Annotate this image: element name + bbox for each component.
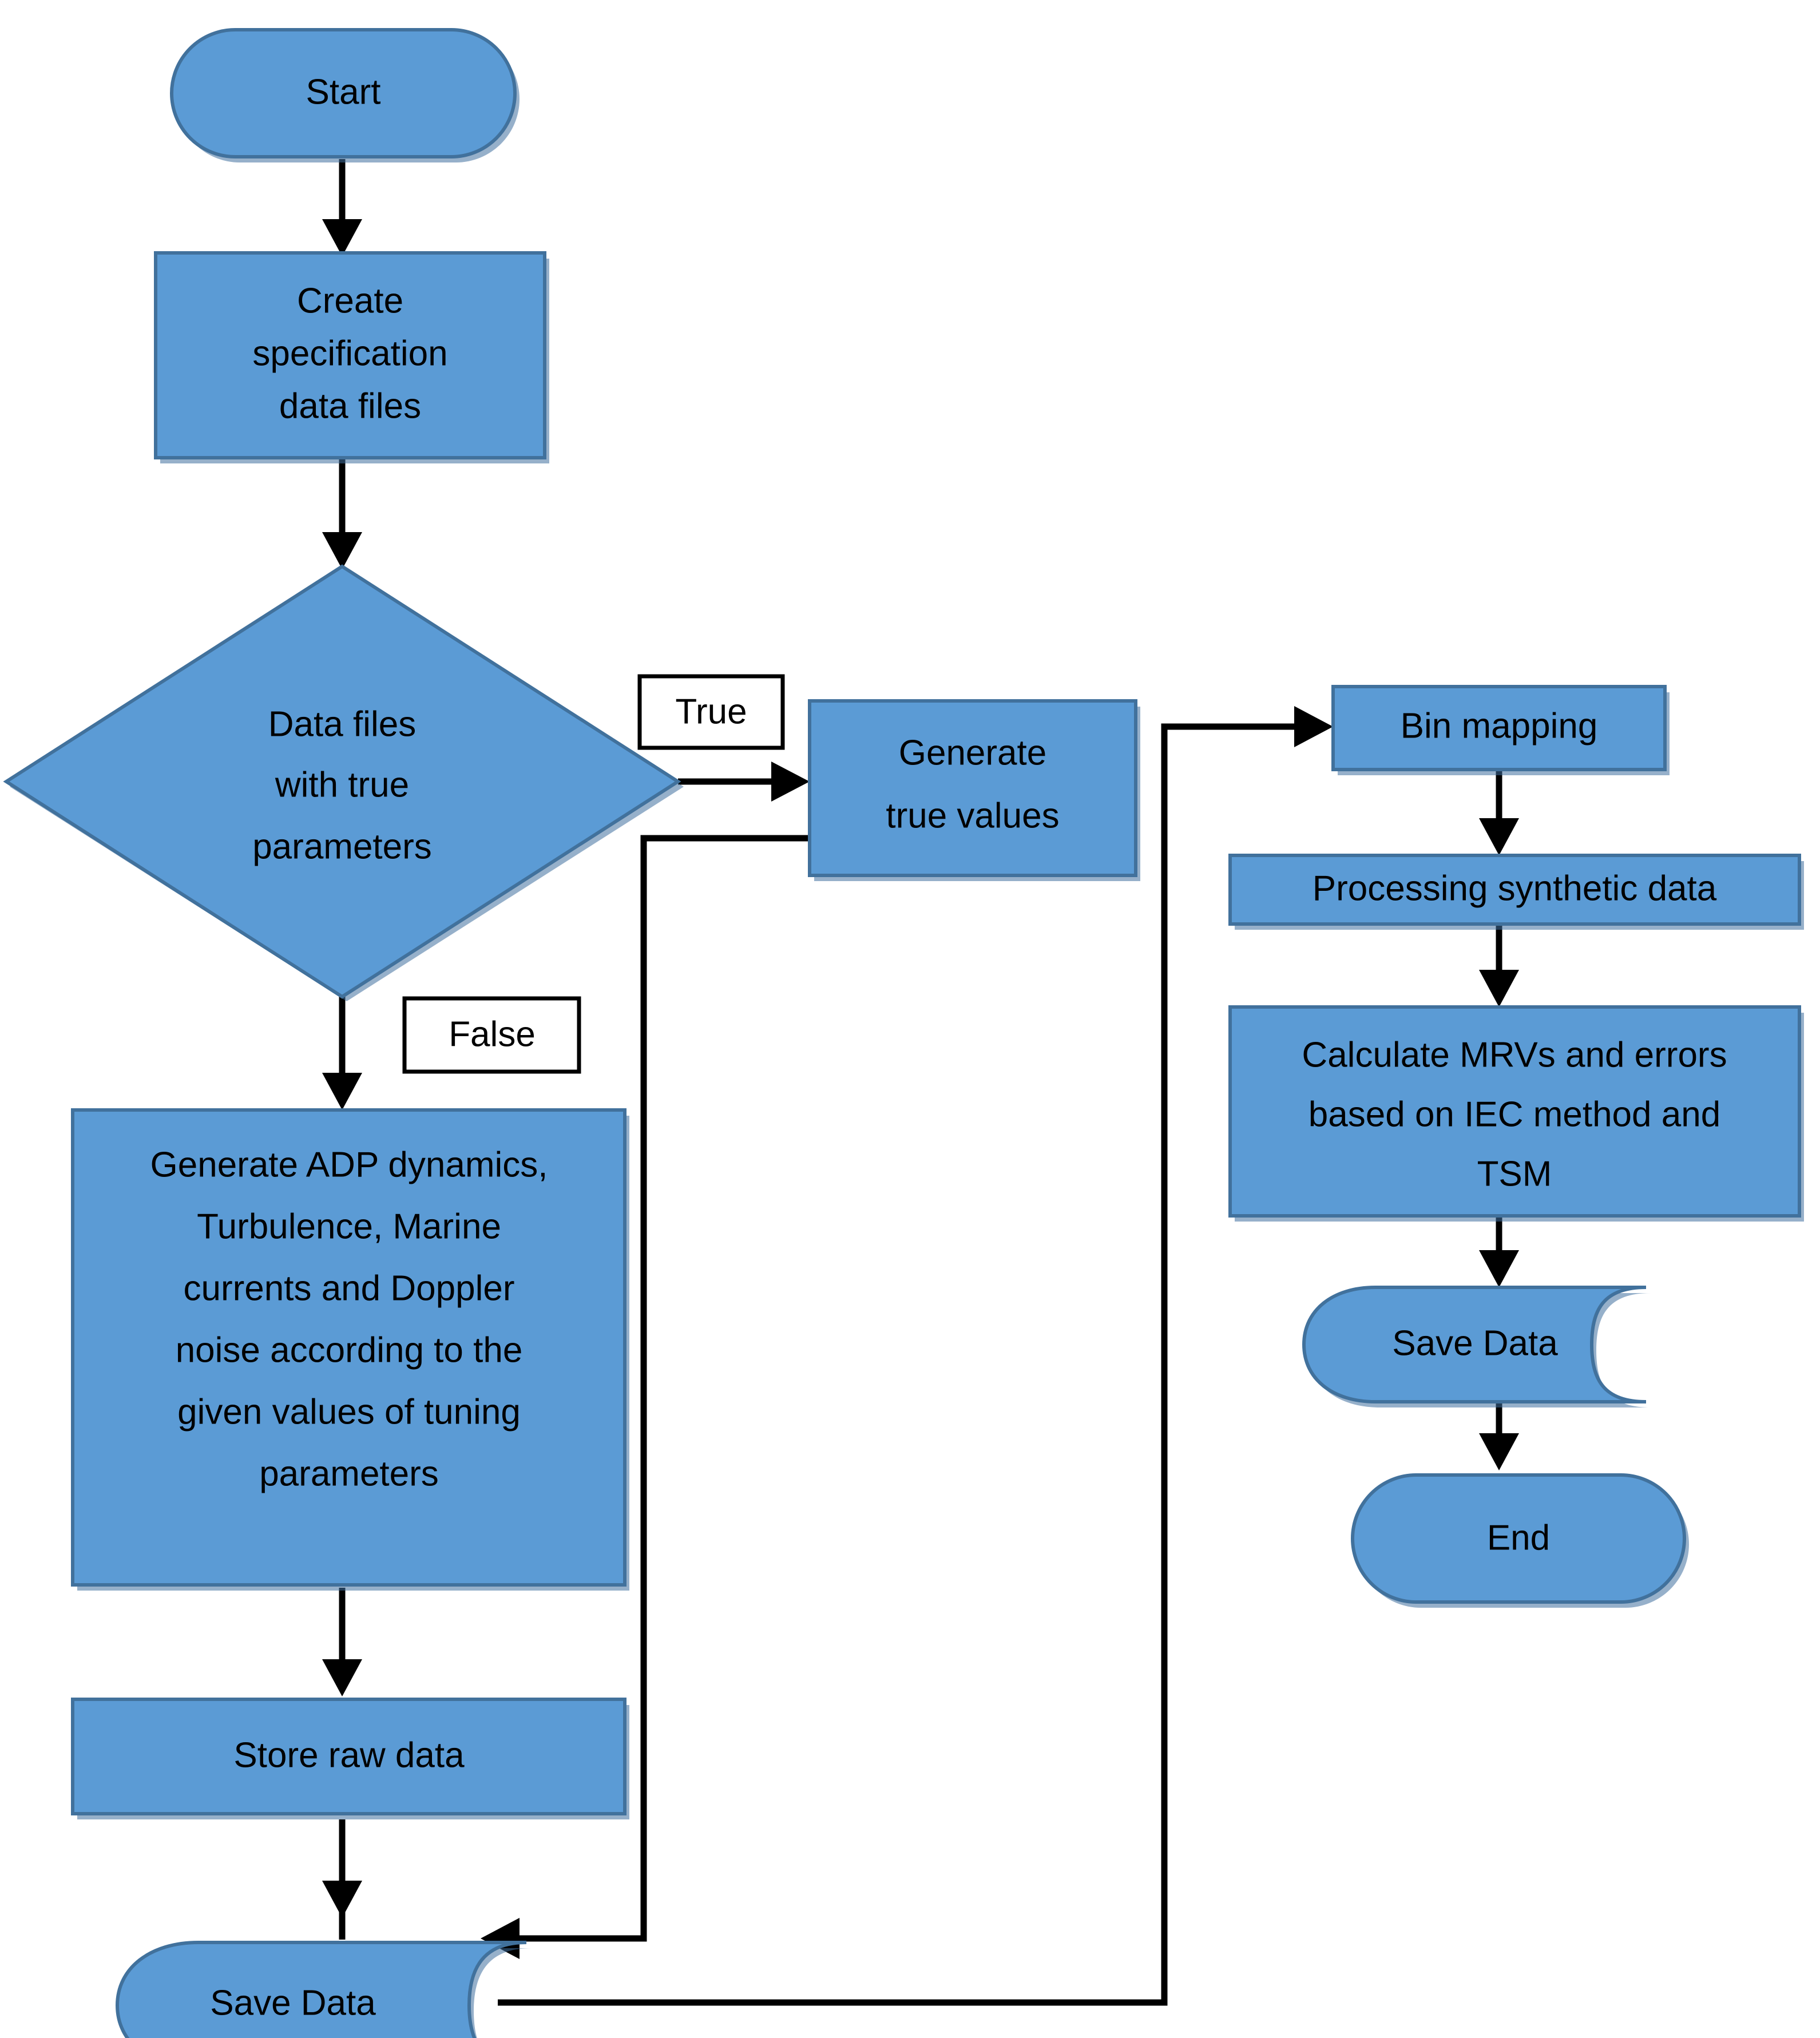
- start-shape: [170, 28, 517, 158]
- node-bin-mapping[interactable]: Bin mapping: [1331, 685, 1670, 775]
- calc-mrv-shape: [1228, 1005, 1801, 1218]
- node-start[interactable]: Start: [170, 28, 520, 162]
- create-spec-line-2: specification: [252, 334, 447, 373]
- edge-decision-to-gen-adp: [322, 996, 362, 1110]
- edge-gen-adp-to-store-raw: [322, 1588, 362, 1696]
- edge-save-right-to-end: [1479, 1399, 1519, 1470]
- edge-calc-mrv-to-save-right: [1479, 1216, 1519, 1287]
- decision-line-2: with true: [275, 765, 409, 804]
- node-save-left[interactable]: Save Data: [115, 1941, 531, 2038]
- end-label: End: [1487, 1518, 1550, 1557]
- gen-adp-line-4: noise according to the: [176, 1330, 523, 1370]
- processing-label: Processing synthetic data: [1313, 869, 1717, 908]
- edge-store-raw-to-save-left: [322, 1881, 362, 1940]
- branch-label-false: False: [402, 996, 581, 1074]
- gen-true-shape: [808, 699, 1137, 877]
- calc-mrv-line-1: Calculate MRVs and errors: [1302, 1035, 1727, 1074]
- gen-adp-line-5: given values of tuning: [177, 1392, 521, 1432]
- store-raw-shape: [71, 1698, 627, 1815]
- true-label-text: True: [675, 692, 747, 731]
- calc-mrv-line-2: based on IEC method and: [1309, 1095, 1720, 1134]
- start-label: Start: [306, 72, 381, 112]
- node-end[interactable]: End: [1351, 1473, 1689, 1608]
- gen-adp-line-6: parameters: [259, 1454, 439, 1493]
- gen-adp-line-2: Turbulence, Marine: [197, 1207, 501, 1246]
- connector-layer: [322, 159, 1519, 2006]
- create-spec-line-3: data files: [279, 386, 421, 426]
- create-spec-line-1: Create: [297, 281, 403, 320]
- save-right-label: Save Data: [1392, 1323, 1558, 1363]
- edge-processing-to-calc-mrv: [1479, 924, 1519, 1007]
- gen-adp-line-1: Generate ADP dynamics,: [150, 1145, 548, 1184]
- node-gen-true[interactable]: Generate true values: [808, 699, 1140, 881]
- edge-create-spec-to-decision: [322, 458, 362, 569]
- node-store-raw[interactable]: Store raw data: [71, 1698, 629, 1819]
- bin-mapping-label: Bin mapping: [1401, 706, 1598, 746]
- gen-true-line-1: Generate: [899, 733, 1047, 772]
- decision-shape: [3, 564, 681, 999]
- save-right-shape: [1302, 1286, 1647, 1403]
- store-raw-label: Store raw data: [233, 1735, 465, 1775]
- false-label-text: False: [449, 1014, 536, 1054]
- edge-bin-mapping-to-processing: [1479, 771, 1519, 855]
- gen-adp-line-3: currents and Doppler: [184, 1268, 515, 1308]
- bin-mapping-shape: [1331, 685, 1667, 771]
- edge-decision-to-gen-true: [678, 762, 810, 802]
- node-decision[interactable]: Data files with true parameters: [3, 564, 684, 1001]
- gen-adp-shape: [71, 1108, 627, 1587]
- branch-label-true: True: [637, 674, 785, 750]
- save-left-shape: [115, 1941, 527, 2038]
- edge-save-left-to-bin-mapping: [498, 706, 1333, 2006]
- true-label-box: [637, 674, 785, 750]
- false-label-box: [402, 996, 581, 1074]
- create-spec-shape: [154, 251, 546, 459]
- decision-line-1: Data files: [268, 704, 416, 744]
- edge-start-to-create-spec: [322, 159, 362, 256]
- node-create-spec[interactable]: Create specification data files: [154, 251, 549, 463]
- node-processing[interactable]: Processing synthetic data: [1228, 854, 1804, 930]
- end-shape: [1351, 1473, 1686, 1604]
- node-gen-adp[interactable]: Generate ADP dynamics, Turbulence, Marin…: [71, 1108, 629, 1591]
- save-left-label: Save Data: [210, 1983, 376, 2023]
- calc-mrv-line-3: TSM: [1477, 1154, 1552, 1194]
- gen-true-line-2: true values: [886, 796, 1059, 835]
- processing-shape: [1228, 854, 1801, 926]
- node-save-right[interactable]: Save Data: [1302, 1286, 1651, 1407]
- decision-line-3: parameters: [252, 827, 432, 866]
- node-calc-mrv[interactable]: Calculate MRVs and errors based on IEC m…: [1228, 1005, 1804, 1222]
